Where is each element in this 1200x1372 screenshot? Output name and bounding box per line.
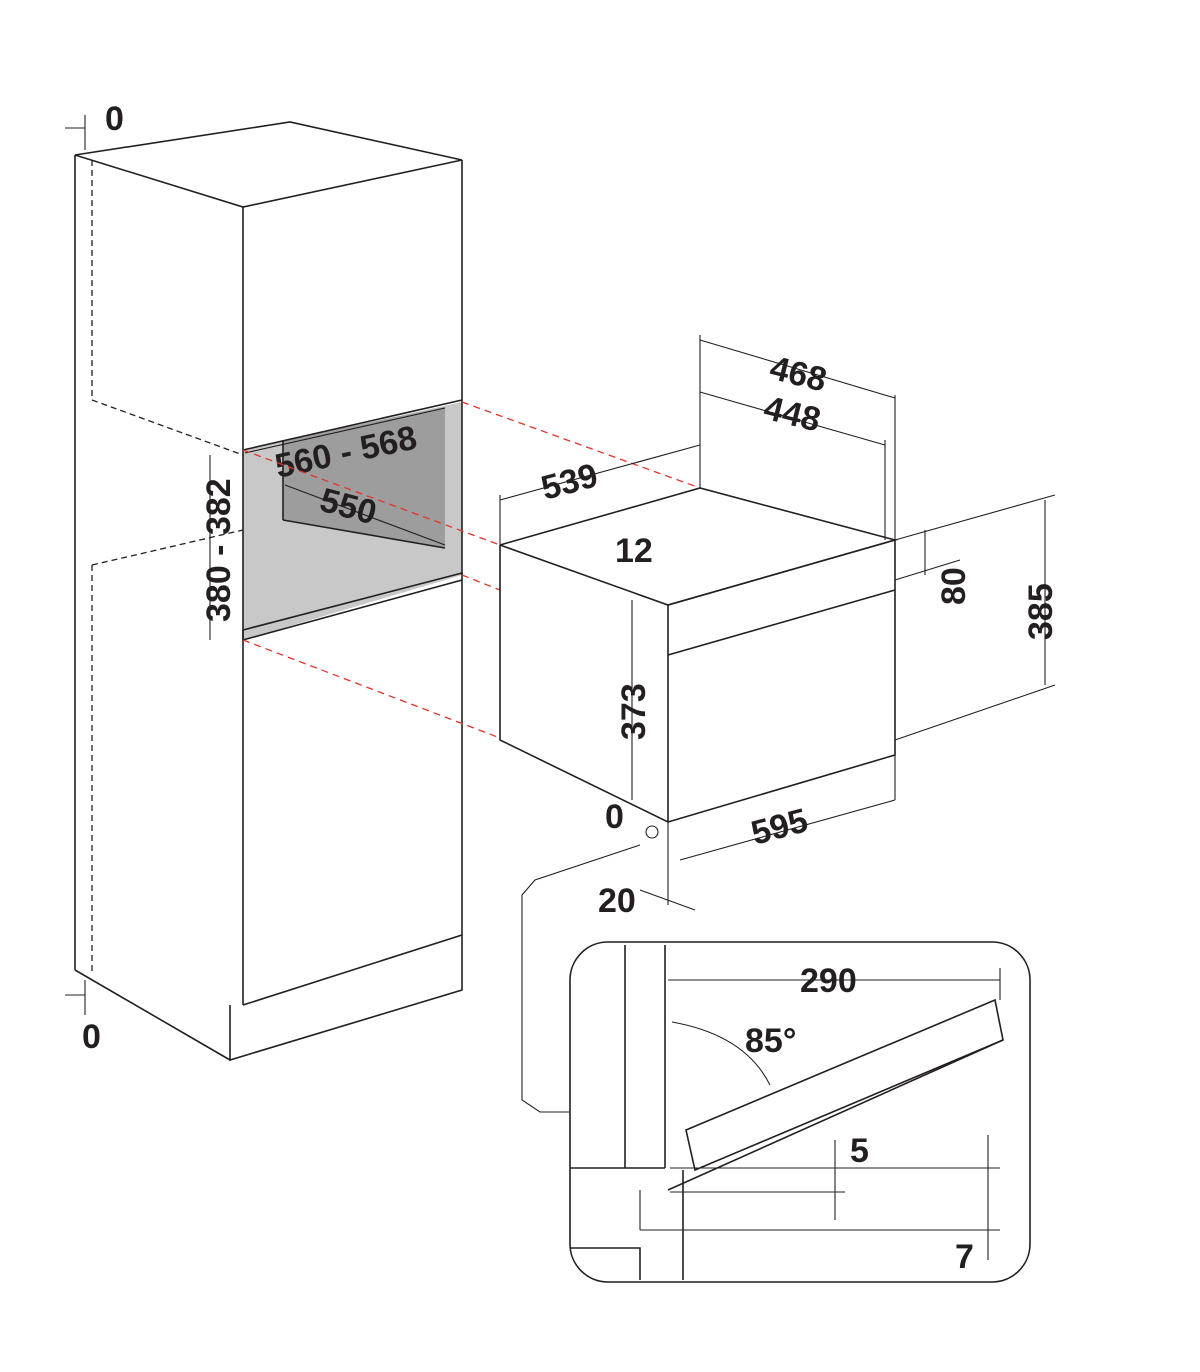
body-height-label: 373 bbox=[615, 683, 653, 740]
niche-back-panel bbox=[283, 407, 445, 548]
panel-height-label: 80 bbox=[935, 567, 973, 605]
gap-top-label: 5 bbox=[850, 1132, 869, 1170]
oven bbox=[499, 335, 1056, 1113]
front-thickness-label: 20 bbox=[598, 882, 636, 920]
oven-bottom-gap-label: 0 bbox=[605, 798, 624, 836]
alignment-guides bbox=[242, 401, 701, 739]
top-gap-label: 0 bbox=[105, 100, 124, 138]
bottom-gap-label: 0 bbox=[82, 1018, 101, 1056]
door-detail-inset bbox=[569, 941, 1031, 1283]
top-offset-label: 12 bbox=[615, 532, 653, 570]
front-width-label: 595 bbox=[747, 801, 812, 852]
opening-angle-label: 85° bbox=[745, 1022, 796, 1060]
total-height-label: 385 bbox=[1022, 583, 1060, 640]
gap-bottom-label: 7 bbox=[955, 1238, 974, 1276]
tall-cabinet bbox=[65, 115, 463, 1062]
oven-depth-label: 539 bbox=[537, 456, 602, 507]
door-length-label: 290 bbox=[800, 962, 857, 1000]
niche-height-label: 380 - 382 bbox=[200, 478, 238, 622]
